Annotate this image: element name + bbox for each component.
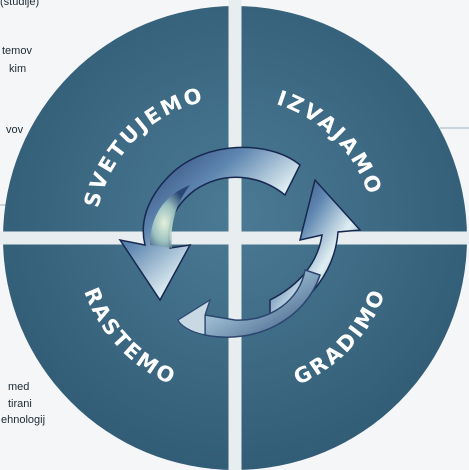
side-text-med: med: [8, 381, 30, 393]
side-text-vov: vov: [6, 124, 24, 136]
side-text-studije: (študije): [0, 0, 40, 8]
arrow-bottom-tail: [177, 298, 212, 336]
arrow-top-left: [118, 146, 301, 302]
side-text-temov: temov: [2, 45, 32, 57]
side-text-tirani: tirani: [8, 398, 32, 410]
arrow-highlight: [150, 185, 190, 248]
recycling-arrows-icon: [118, 146, 362, 338]
side-text-kim: kim: [9, 63, 27, 75]
side-text-ehnologij: ehnologij: [1, 414, 46, 426]
